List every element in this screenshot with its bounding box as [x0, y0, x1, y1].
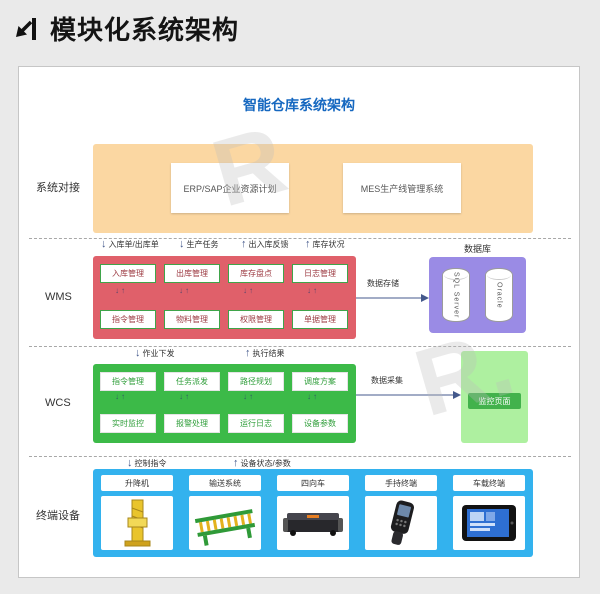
data-storage-arrow	[356, 291, 429, 309]
wcs-module: 任务派发	[164, 372, 220, 391]
layer-divider	[29, 346, 571, 347]
down-arrow-icon: ↓	[135, 347, 141, 359]
shuttle-image	[277, 496, 349, 550]
flow-label: 库存状况	[312, 240, 345, 249]
page-title: 模块化系统架构	[50, 15, 240, 45]
monitor-label: 监控页面	[468, 393, 521, 409]
architecture-diagram: 智能仓库系统架构 系统对接 WMS WCS 终端设备 ERP/SAP企业资源计划…	[18, 66, 580, 578]
row-link-arrows: ↓↑	[115, 392, 127, 401]
device-label-handheld: 手持终端	[365, 475, 437, 491]
flow-label: 出入库反馈	[248, 240, 289, 249]
wms-module: 物料管理	[164, 310, 220, 329]
device-label-conveyor: 输送系统	[189, 475, 261, 491]
cylinder-label: Oracle	[495, 281, 503, 309]
vehicle-terminal-image	[453, 496, 525, 550]
wcs-module: 报警处理	[164, 414, 220, 433]
flow-inventory-status: ↑ 库存状况	[305, 239, 345, 250]
wcs-band: 指令管理 任务派发 路径规划 调度方案 ↓↑ ↓↑ ↓↑ ↓↑ 实时监控 报警处…	[93, 364, 356, 443]
lifter-image	[101, 496, 173, 550]
flow-job-dispatch: ↓ 作业下发	[135, 348, 175, 359]
flow-control-command: ↓ 控制指令	[127, 458, 167, 469]
down-arrow-icon: ↓	[127, 457, 133, 469]
mes-box: MES生产线管理系统	[343, 163, 461, 213]
layer-label-devices: 终端设备	[36, 510, 80, 522]
flow-device-status: ↑ 设备状态/参数	[233, 458, 291, 469]
wms-module: 指令管理	[100, 310, 156, 329]
down-arrow-icon: ↓	[179, 238, 185, 250]
layer-divider	[29, 456, 571, 457]
up-arrow-icon: ↑	[233, 457, 239, 469]
row-link-arrows: ↓↑	[115, 286, 127, 295]
database-panel: SQL Server Oracle	[429, 257, 526, 333]
layer-label-wms: WMS	[45, 291, 72, 303]
wcs-module: 调度方案	[292, 372, 348, 391]
wms-module: 权限管理	[228, 310, 284, 329]
wcs-module: 设备参数	[292, 414, 348, 433]
row-link-arrows: ↓↑	[307, 286, 319, 295]
device-label-shuttle: 四向车	[277, 475, 349, 491]
monitor-panel: 监控页面	[461, 351, 528, 443]
flow-label: 设备状态/参数	[240, 459, 291, 468]
up-arrow-icon: ↑	[241, 238, 247, 250]
integration-band: ERP/SAP企业资源计划 MES生产线管理系统	[93, 144, 533, 233]
wms-module: 单据管理	[292, 310, 348, 329]
handheld-image	[365, 496, 437, 550]
flow-label: 生产任务	[186, 240, 219, 249]
device-label-lifter: 升降机	[101, 475, 173, 491]
wcs-module: 运行日志	[228, 414, 284, 433]
wms-module: 出库管理	[164, 264, 220, 283]
devices-band: 升降机 输送系统 四向车 手持终端 车载终端	[93, 469, 533, 557]
flow-inout-feedback: ↑ 出入库反馈	[241, 239, 289, 250]
data-collect-arrow	[356, 388, 461, 406]
flow-inbound-outbound-order: ↓ 入库单/出库单	[101, 239, 159, 250]
database-title: 数据库	[463, 244, 491, 254]
down-arrow-icon: ↓	[101, 238, 107, 250]
row-link-arrows: ↓↑	[243, 286, 255, 295]
cylinder-label: SQL Server	[452, 271, 460, 319]
wms-module: 库存盘点	[228, 264, 284, 283]
sql-server-cylinder: SQL Server	[442, 268, 470, 322]
flow-label: 入库单/出库单	[108, 240, 159, 249]
row-link-arrows: ↓↑	[243, 392, 255, 401]
flow-label: 执行结果	[252, 349, 285, 358]
wms-module: 入库管理	[100, 264, 156, 283]
layer-divider	[29, 238, 571, 239]
flow-label: 控制指令	[134, 459, 167, 468]
conveyor-image	[189, 496, 261, 550]
row-link-arrows: ↓↑	[179, 392, 191, 401]
wcs-module: 实时监控	[100, 414, 156, 433]
oracle-cylinder: Oracle	[485, 268, 513, 322]
data-storage-label: 数据存储	[367, 279, 399, 288]
flow-label: 作业下发	[142, 349, 175, 358]
erp-box: ERP/SAP企业资源计划	[171, 163, 289, 213]
diagram-title: 智能仓库系统架构	[243, 97, 355, 113]
layer-label-wcs: WCS	[45, 397, 71, 409]
flow-production-task: ↓ 生产任务	[179, 239, 219, 250]
row-link-arrows: ↓↑	[307, 392, 319, 401]
row-link-arrows: ↓↑	[179, 286, 191, 295]
wms-module: 日志管理	[292, 264, 348, 283]
data-collect-label: 数据采集	[371, 376, 403, 385]
layer-label-integration: 系统对接	[36, 182, 80, 194]
corner-arrow-icon	[12, 15, 40, 43]
up-arrow-icon: ↑	[245, 347, 251, 359]
wms-band: 入库管理 出库管理 库存盘点 日志管理 ↓↑ ↓↑ ↓↑ ↓↑ 指令管理 物料管…	[93, 256, 356, 339]
up-arrow-icon: ↑	[305, 238, 311, 250]
flow-execution-result: ↑ 执行结果	[245, 348, 285, 359]
device-label-vehicle-terminal: 车载终端	[453, 475, 525, 491]
wcs-module: 路径规划	[228, 372, 284, 391]
header: 模块化系统架构	[12, 10, 239, 47]
wcs-module: 指令管理	[100, 372, 156, 391]
